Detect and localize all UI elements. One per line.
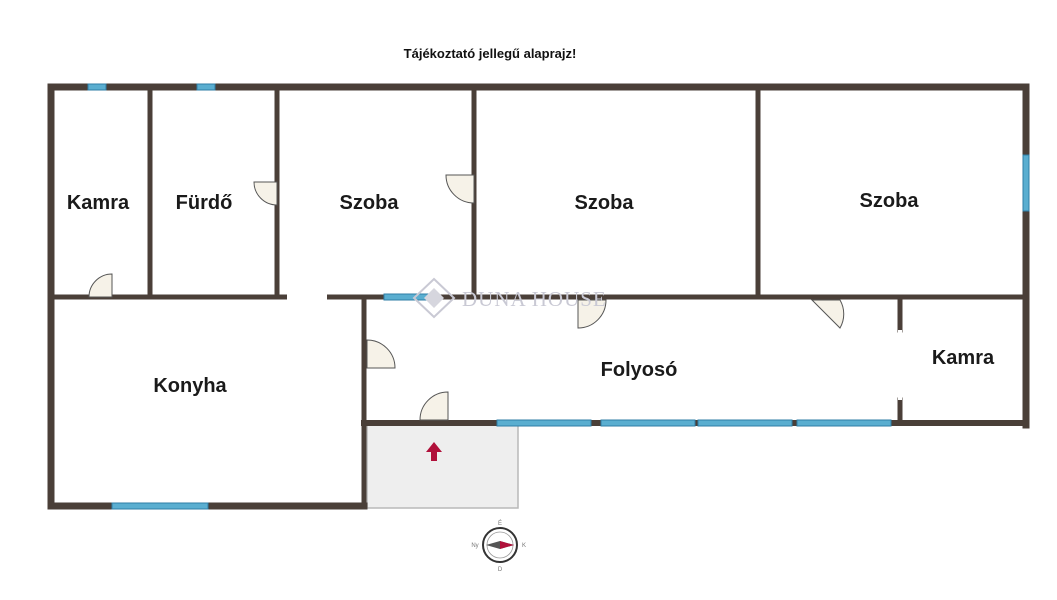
diamond-logo-icon	[412, 277, 456, 319]
room-label-szoba-2: Szoba	[575, 192, 635, 214]
compass-icon: É D K Ny	[471, 520, 526, 573]
plan-title: Tájékoztató jellegű alaprajz!	[404, 46, 577, 61]
entrance-arrow-icon	[426, 442, 442, 461]
room-label-furdo: Fürdő	[176, 192, 233, 214]
room-label-kamra-right: Kamra	[932, 347, 995, 369]
room-label-szoba-1: Szoba	[340, 192, 400, 214]
terrace-area	[366, 423, 519, 509]
door-swings	[88, 174, 845, 421]
compass-south: D	[498, 567, 503, 573]
room-label-kamra-left: Kamra	[67, 192, 130, 214]
compass-north: É	[498, 520, 502, 527]
room-label-konyha: Konyha	[153, 375, 227, 397]
door-openings	[287, 294, 902, 400]
watermark-text: DUNA HOUSE	[462, 287, 607, 311]
room-label-szoba-3: Szoba	[860, 190, 920, 212]
watermark: DUNA HOUSE	[412, 277, 607, 319]
compass-west: Ny	[471, 543, 478, 549]
windows	[87, 83, 1030, 510]
room-label-folyoso: Folyosó	[601, 359, 678, 381]
compass-east: K	[522, 543, 526, 549]
